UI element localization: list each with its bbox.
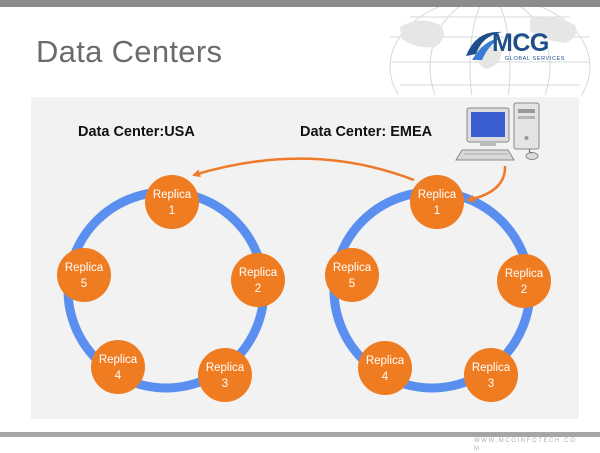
svg-text:Replica: Replica xyxy=(505,268,544,280)
usa-replica-5: Replica 5 xyxy=(57,248,111,302)
svg-text:Replica: Replica xyxy=(206,362,245,374)
svg-text:Replica: Replica xyxy=(239,267,278,279)
svg-text:Replica: Replica xyxy=(418,189,457,201)
usa-replica-3: Replica 3 xyxy=(198,348,252,402)
emea-replica-3: Replica 3 xyxy=(464,348,518,402)
svg-text:Replica: Replica xyxy=(472,362,511,374)
svg-text:Replica: Replica xyxy=(65,262,104,274)
svg-text:1: 1 xyxy=(434,205,440,217)
client-write-arrow xyxy=(466,165,507,203)
svg-text:1: 1 xyxy=(169,205,175,217)
logo-name: MCG xyxy=(492,29,549,57)
svg-text:5: 5 xyxy=(349,278,355,290)
svg-text:2: 2 xyxy=(521,284,527,296)
desktop-computer-icon xyxy=(455,102,540,161)
svg-text:4: 4 xyxy=(382,371,389,383)
svg-text:Replica: Replica xyxy=(366,355,405,367)
emea-replica-5: Replica 5 xyxy=(325,248,379,302)
top-bar xyxy=(0,0,600,7)
bottom-bar xyxy=(0,432,600,437)
svg-text:Replica: Replica xyxy=(333,262,372,274)
svg-text:3: 3 xyxy=(488,378,494,390)
emea-replica-1: Replica 1 xyxy=(410,175,464,229)
svg-text:3: 3 xyxy=(222,378,228,390)
emea-replica-2: Replica 2 xyxy=(497,254,551,308)
logo-tagline: GLOBAL SERVICES xyxy=(505,56,566,62)
usa-replica-1: Replica 1 xyxy=(145,175,199,229)
svg-text:4: 4 xyxy=(115,370,122,382)
usa-replica-4: Replica 4 xyxy=(91,340,145,394)
svg-text:2: 2 xyxy=(255,283,261,295)
page-title: Data Centers xyxy=(36,34,223,69)
svg-text:Replica: Replica xyxy=(153,189,192,201)
footer-url: WWW.MCGINFOTECH.CO M xyxy=(474,438,577,452)
cross-datacenter-arrow xyxy=(192,157,415,182)
usa-replica-2: Replica 2 xyxy=(231,253,285,307)
svg-text:5: 5 xyxy=(81,278,87,290)
svg-text:Replica: Replica xyxy=(99,354,138,366)
emea-replica-4: Replica 4 xyxy=(358,341,412,395)
data-center-emea-label: Data Center: EMEA xyxy=(300,124,433,140)
mcg-logo-swoosh-icon xyxy=(466,31,502,60)
data-center-usa-label: Data Center:USA xyxy=(78,124,195,140)
